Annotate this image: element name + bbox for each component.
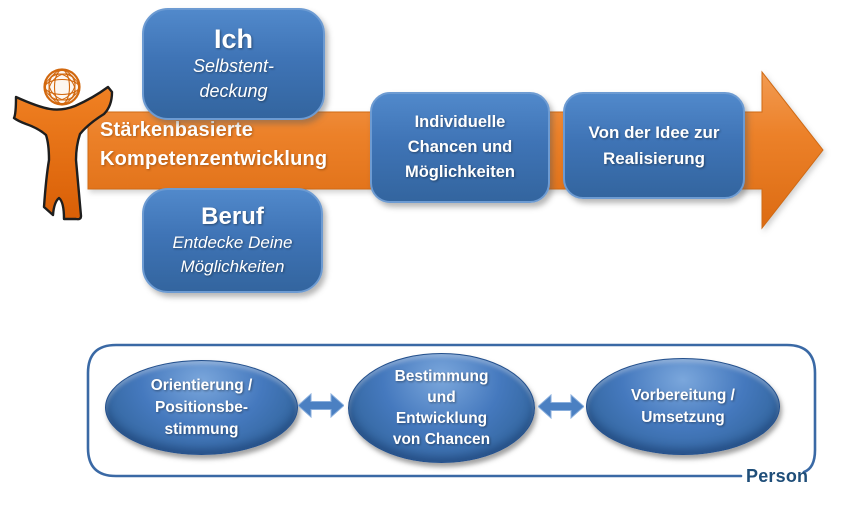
ellipse-orientierung: Orientierung / Positionsbe- stimmung	[105, 360, 298, 455]
box-idee-line2: Realisierung	[602, 148, 706, 168]
box-individuelle-chancen: Individuelle Chancen und Möglichkeiten	[370, 92, 550, 203]
box-beruf-subtitle-line1: Entdecke Deine	[172, 232, 293, 252]
ellipse-1-line2: Positionsbe-	[154, 398, 248, 416]
arrow-band-label: Stärkenbasierte Kompetenzentwicklung	[100, 116, 327, 174]
tau-body	[12, 85, 114, 221]
double-arrow-icon	[538, 393, 584, 420]
box-beruf-subtitle-line2: Möglichkeiten	[180, 256, 285, 276]
person-frame-label: Person	[746, 466, 809, 486]
box-chancen-line3: Möglichkeiten	[404, 163, 515, 181]
ellipse-3-line2: Umsetzung	[641, 408, 725, 426]
box-ich-subtitle-line1: Selbstent-	[192, 56, 275, 76]
box-beruf-title: Beruf	[201, 202, 264, 230]
ellipse-bestimmung: Bestimmung und Entwicklung von Chancen	[348, 353, 535, 463]
ellipse-3-line1: Vorbereitung /	[631, 386, 735, 404]
box-idee-line1: Von der Idee zur	[588, 122, 720, 142]
box-ich: Ich Selbstent- deckung	[142, 8, 325, 120]
ellipse-2-line1: Bestimmung	[394, 368, 489, 385]
ellipse-1-line3: stimmung	[164, 420, 239, 438]
ellipse-2-line4: von Chancen	[392, 431, 491, 448]
person-globe-icon	[12, 68, 114, 221]
person-frame	[86, 343, 817, 478]
box-beruf: Beruf Entdecke Deine Möglichkeiten	[142, 188, 323, 293]
box-ich-title: Ich	[213, 24, 253, 54]
globe-head	[43, 68, 81, 106]
box-ich-subtitle-line2: deckung	[199, 81, 268, 101]
double-arrow-icon	[298, 392, 344, 419]
box-chancen-line1: Individuelle	[414, 113, 506, 131]
arrow-band-label-line2: Kompetenzentwicklung	[100, 148, 328, 170]
ellipse-vorbereitung: Vorbereitung / Umsetzung	[586, 358, 780, 455]
box-chancen-line2: Chancen und	[407, 138, 513, 156]
arrow-band-label-line1: Stärkenbasierte	[100, 119, 254, 141]
ellipse-2-line3: Entwicklung	[395, 410, 488, 427]
ellipse-1-line1: Orientierung /	[150, 376, 253, 394]
ellipse-2-line2: und	[427, 389, 456, 406]
box-idee-realisierung: Von der Idee zur Realisierung	[563, 92, 745, 199]
